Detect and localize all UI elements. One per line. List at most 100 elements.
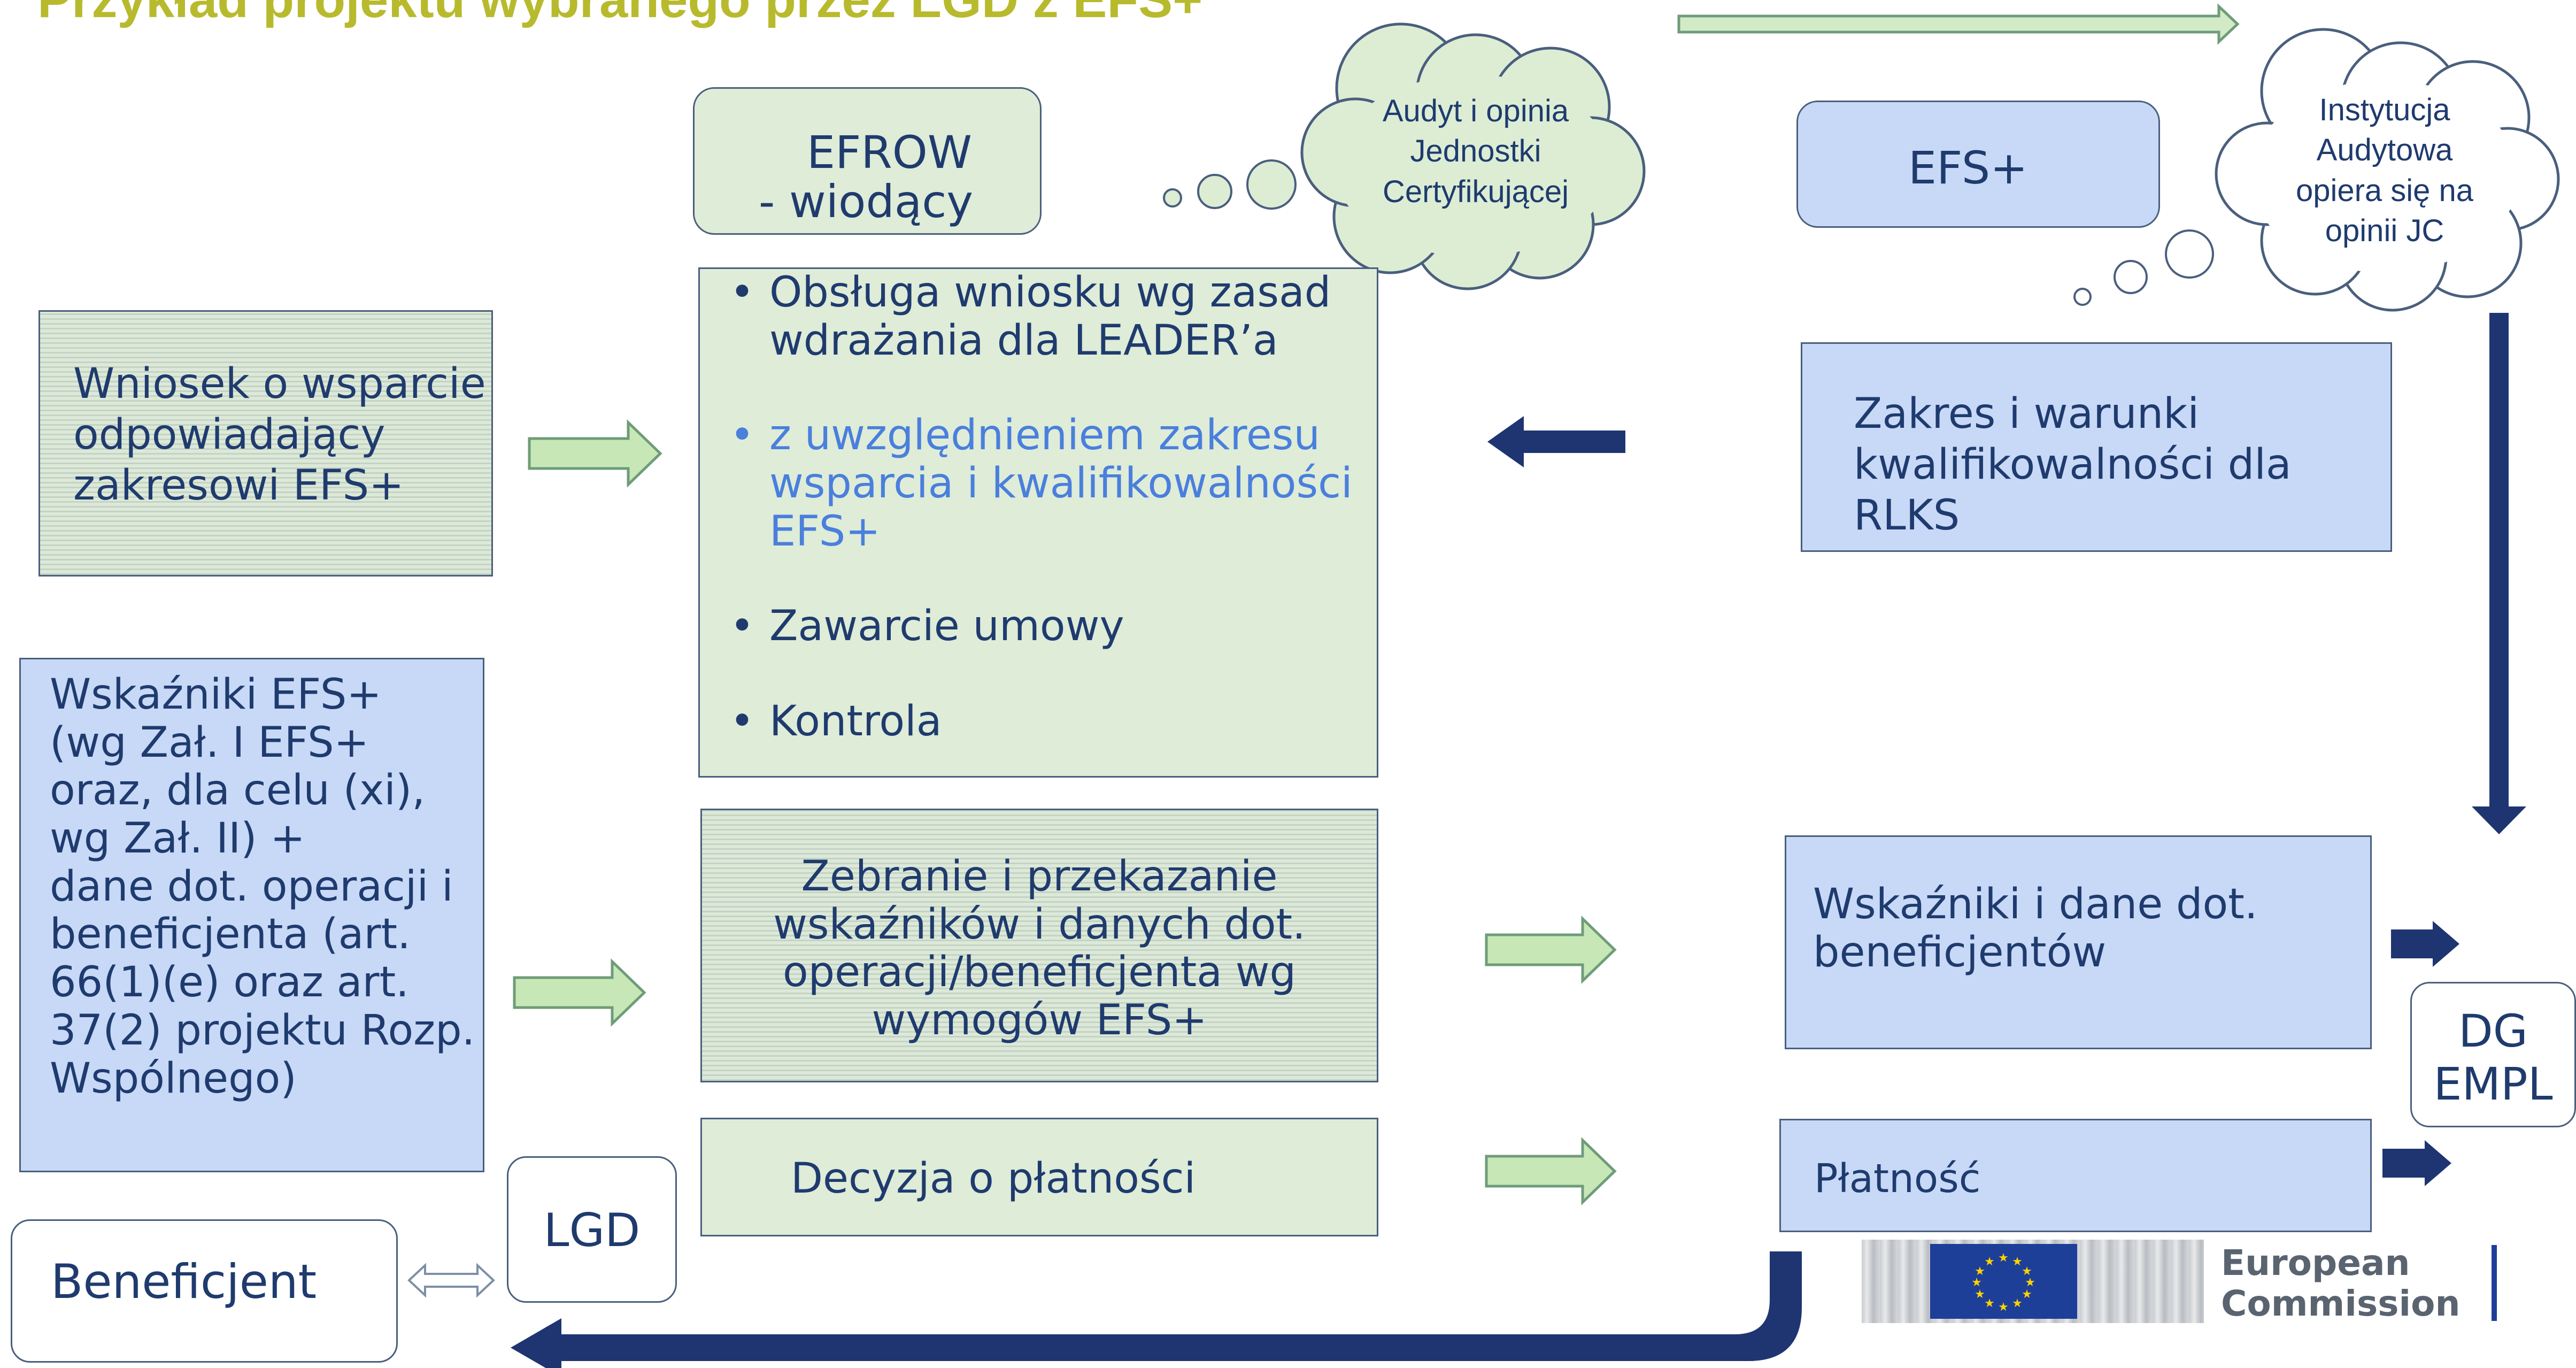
ec-word: Commission xyxy=(2221,1282,2461,1324)
cloud-line: Jednostki xyxy=(1410,134,1541,169)
lgd-label: LGD xyxy=(543,1204,641,1257)
bullet-dot: • xyxy=(730,268,755,317)
wskazniki-efs-box: Wskaźniki EFS+ (wg Zał. I EFS+ oraz, dla… xyxy=(19,658,484,1172)
platnosc-text: Płatność xyxy=(1814,1156,1981,1202)
step-line: Kontrola xyxy=(769,697,942,746)
efs-down-arrow xyxy=(2472,313,2526,834)
wskazniki-beneficjentow-box: Wskaźniki i dane dot. beneficjentów xyxy=(1785,835,2372,1049)
zebranie-text: Zebranie i przekazanie wskaźników i dany… xyxy=(702,852,1377,1045)
beneficjent-lgd-double-arrow xyxy=(407,1263,495,1298)
wniosek-to-efrow-arrow xyxy=(528,419,662,488)
eu-flag: ★ ★ ★ ★ ★ ★ ★ ★ ★ ★ ★ ★ xyxy=(1930,1244,2077,1319)
bullet-dot: • xyxy=(730,697,755,746)
svg-text:★: ★ xyxy=(2022,1288,2032,1301)
ec-wordmark: European Commission xyxy=(2221,1243,2460,1324)
cloud-instytucja xyxy=(2215,28,2560,312)
zakres-to-efrow-arrow xyxy=(1487,416,1625,467)
svg-text:★: ★ xyxy=(2022,1265,2032,1278)
zakres-line: RLKS xyxy=(1854,491,1960,540)
wskazniki-line: oraz, dla celu (xi), xyxy=(50,766,426,815)
wskazniki-line: Wspólnego) xyxy=(50,1054,297,1103)
wskazniki-beneficjentow-text: Wskaźniki i dane dot. beneficjentów xyxy=(1813,880,2258,977)
step-line: z uwzględnieniem zakresu xyxy=(769,411,1320,460)
svg-text:★: ★ xyxy=(1984,1297,1995,1310)
step-line: EFS+ xyxy=(769,507,881,556)
step-line: Obsługa wniosku wg zasad xyxy=(769,268,1331,317)
page-title: Przykład projektu wybranego przez LGD z … xyxy=(37,0,1202,29)
cloud-audyt xyxy=(1300,22,1646,290)
svg-text:★: ★ xyxy=(2025,1276,2035,1289)
bullet-dot: • xyxy=(730,411,755,460)
decyzja-text: Decyzja o płatności xyxy=(791,1155,1196,1203)
wniosek-line: Wniosek o wsparcie xyxy=(73,360,486,408)
svg-text:★: ★ xyxy=(1984,1255,1995,1269)
thought-dot xyxy=(2114,260,2148,294)
process-steps: • Obsługa wniosku wg zasad wdrażania dla… xyxy=(727,268,1353,746)
eu-stars-icon: ★ ★ ★ ★ ★ ★ ★ ★ ★ ★ ★ ★ xyxy=(1971,1251,2035,1314)
cloud-audyt-text: Audyt i opinia Jednostki Certyfikującej xyxy=(1347,91,1604,212)
wskazniki-line: dane dot. operacji i xyxy=(50,862,453,911)
wniosek-line: zakresowi EFS+ xyxy=(73,462,404,510)
platnosc-to-dg-arrow xyxy=(2382,1140,2451,1186)
thought-dot xyxy=(1197,174,1232,209)
zebranie-line: Zebranie i przekazanie xyxy=(801,852,1278,901)
step-line: wdrażania dla LEADER’a xyxy=(769,316,1278,365)
payment-return-arrow xyxy=(511,1251,1802,1368)
svg-text:★: ★ xyxy=(2012,1255,2023,1269)
wskazniki-to-zebranie-arrow xyxy=(513,958,646,1027)
zakres-text: Zakres i warunki kwalifikowalności dla R… xyxy=(1854,389,2292,541)
decyzja-box: Decyzja o płatności xyxy=(700,1118,1378,1236)
zebranie-to-wskazniki-arrow xyxy=(1485,916,1617,984)
lgd-box: LGD xyxy=(507,1156,677,1303)
zebranie-line: wskaźników i danych dot. xyxy=(773,900,1306,949)
cloud-line: opiera się na xyxy=(2295,173,2474,208)
dg-empl-text: DG EMPL xyxy=(2412,1005,2574,1111)
process-step: • Obsługa wniosku wg zasad wdrażania dla… xyxy=(727,268,1353,365)
zebranie-line: wymogów EFS+ xyxy=(871,996,1207,1045)
ec-logo-bar xyxy=(2492,1245,2497,1321)
wskazniki-right-line: beneficjentów xyxy=(1813,928,2107,977)
wskazniki-line: wg Zał. II) + xyxy=(50,814,305,863)
zebranie-line: operacji/beneficjenta wg xyxy=(782,948,1297,997)
svg-text:★: ★ xyxy=(1975,1265,1985,1278)
wskazniki-line: 37(2) projektu Rozp. xyxy=(50,1006,475,1055)
wskazniki-line: beneficjenta (art. xyxy=(50,910,411,959)
process-step: • Kontrola xyxy=(727,697,1353,746)
efrow-header: EFROW - wiodący xyxy=(693,87,1042,235)
cloud-line: Audyt i opinia xyxy=(1382,94,1569,128)
wskazniki-to-dg-arrow xyxy=(2391,921,2459,967)
wniosek-box: Wniosek o wsparcie odpowiadający zakreso… xyxy=(38,310,493,577)
thought-dot xyxy=(2165,229,2214,279)
svg-text:★: ★ xyxy=(1998,1251,2009,1265)
efs-header: EFS+ xyxy=(1796,101,2160,228)
step-line: wsparcia i kwalifikowalności xyxy=(769,459,1353,508)
zakres-line: Zakres i warunki xyxy=(1854,390,2200,438)
process-step: • z uwzględnieniem zakresu wsparcia i kw… xyxy=(727,412,1353,556)
decyzja-to-platnosc-arrow xyxy=(1485,1137,1617,1205)
efrow-process-box: • Obsługa wniosku wg zasad wdrażania dla… xyxy=(698,267,1378,778)
svg-text:★: ★ xyxy=(1971,1276,1982,1289)
svg-text:★: ★ xyxy=(1998,1301,2009,1314)
wskazniki-right-line: Wskaźniki i dane dot. xyxy=(1813,880,2258,928)
dg-line: DG xyxy=(2458,1005,2528,1057)
wniosek-line: odpowiadający xyxy=(73,411,385,459)
svg-text:★: ★ xyxy=(1975,1288,1985,1301)
wskazniki-efs-text: Wskaźniki EFS+ (wg Zał. I EFS+ oraz, dla… xyxy=(50,671,475,1103)
efrow-label: EFROW xyxy=(807,126,972,179)
dg-empl-box: DG EMPL xyxy=(2410,982,2576,1127)
zebranie-box: Zebranie i przekazanie wskaźników i dany… xyxy=(700,809,1378,1082)
wskazniki-line: (wg Zał. I EFS+ xyxy=(50,718,369,767)
ec-logo: ★ ★ ★ ★ ★ ★ ★ ★ ★ ★ ★ ★ European Commiss… xyxy=(1862,1240,2503,1325)
wskazniki-line: 66(1)(e) oraz art. xyxy=(50,958,409,1007)
efrow-sublabel: - wiodący xyxy=(759,175,974,228)
zakres-box: Zakres i warunki kwalifikowalności dla R… xyxy=(1801,342,2392,552)
top-flow-arrow xyxy=(1677,3,2240,45)
ec-word: European xyxy=(2221,1242,2410,1284)
efs-label: EFS+ xyxy=(1908,142,2028,194)
thought-dot xyxy=(1246,159,1297,210)
thought-dot xyxy=(1163,188,1182,207)
dg-line: EMPL xyxy=(2433,1058,2553,1111)
cloud-line: opinii JC xyxy=(2325,213,2444,249)
bullet-dot: • xyxy=(730,602,755,651)
